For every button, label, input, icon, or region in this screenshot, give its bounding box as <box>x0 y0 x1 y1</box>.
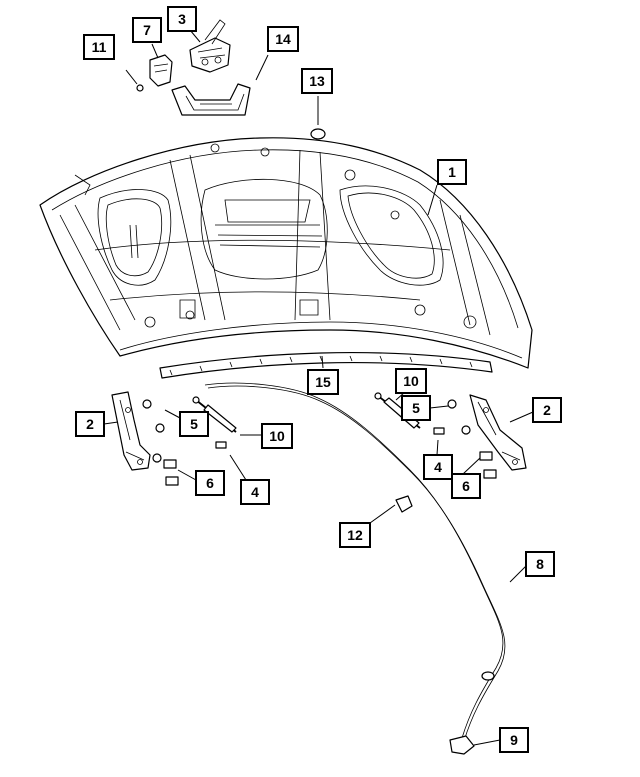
callout-label: 15 <box>315 374 331 390</box>
release-cable <box>204 382 506 742</box>
callout-label: 4 <box>251 484 259 500</box>
nuts-left <box>142 399 165 463</box>
callout-4-left: 4 <box>240 479 270 505</box>
callout-6-left: 6 <box>195 470 225 496</box>
callout-label: 8 <box>536 556 544 572</box>
hinge-right <box>469 394 527 471</box>
callout-15: 15 <box>307 369 339 395</box>
callout-5-right: 5 <box>401 395 431 421</box>
leader-lines <box>103 29 534 746</box>
hood-panel <box>39 137 533 369</box>
callout-11: 11 <box>83 34 115 60</box>
callout-label: 9 <box>510 732 518 748</box>
plug-13 <box>310 128 326 140</box>
callout-label: 14 <box>275 31 291 47</box>
callout-label: 6 <box>206 475 214 491</box>
callout-label: 7 <box>143 22 151 38</box>
callout-label: 11 <box>92 39 107 55</box>
callout-label: 12 <box>347 527 363 543</box>
callout-2-left: 2 <box>75 411 105 437</box>
callout-label: 10 <box>269 428 285 444</box>
callout-label: 10 <box>403 373 419 389</box>
callout-12: 12 <box>339 522 371 548</box>
callout-label: 2 <box>543 402 551 418</box>
callout-14: 14 <box>267 26 299 52</box>
callout-label: 3 <box>178 11 186 27</box>
callout-1: 1 <box>437 159 467 185</box>
callout-7: 7 <box>132 17 162 43</box>
callout-8: 8 <box>525 551 555 577</box>
callout-9: 9 <box>499 727 529 753</box>
callout-4-right: 4 <box>423 454 453 480</box>
hood-seal <box>159 351 493 379</box>
callout-10-right: 10 <box>395 368 427 394</box>
bolt-11 <box>136 84 144 92</box>
callout-6-right: 6 <box>451 473 481 499</box>
callout-label: 5 <box>412 400 420 416</box>
callout-5-left: 5 <box>179 411 209 437</box>
callout-13: 13 <box>301 68 333 94</box>
strut-left <box>192 396 237 433</box>
release-handle <box>449 735 475 755</box>
callout-10-left: 10 <box>261 423 293 449</box>
clip-12 <box>395 495 413 513</box>
hood-latch <box>189 19 231 73</box>
hinge-left <box>111 391 151 471</box>
callout-2-right: 2 <box>532 397 562 423</box>
callout-3: 3 <box>167 6 197 32</box>
studs-left <box>163 441 227 486</box>
callout-label: 13 <box>309 73 325 89</box>
callout-label: 2 <box>86 416 94 432</box>
latch-bracket <box>171 83 251 116</box>
callout-label: 6 <box>462 478 470 494</box>
studs-right <box>433 427 497 479</box>
nuts-right <box>447 399 471 435</box>
latch-striker <box>149 54 173 87</box>
callout-label: 5 <box>190 416 198 432</box>
callout-label: 1 <box>448 164 456 180</box>
callout-label: 4 <box>434 459 442 475</box>
